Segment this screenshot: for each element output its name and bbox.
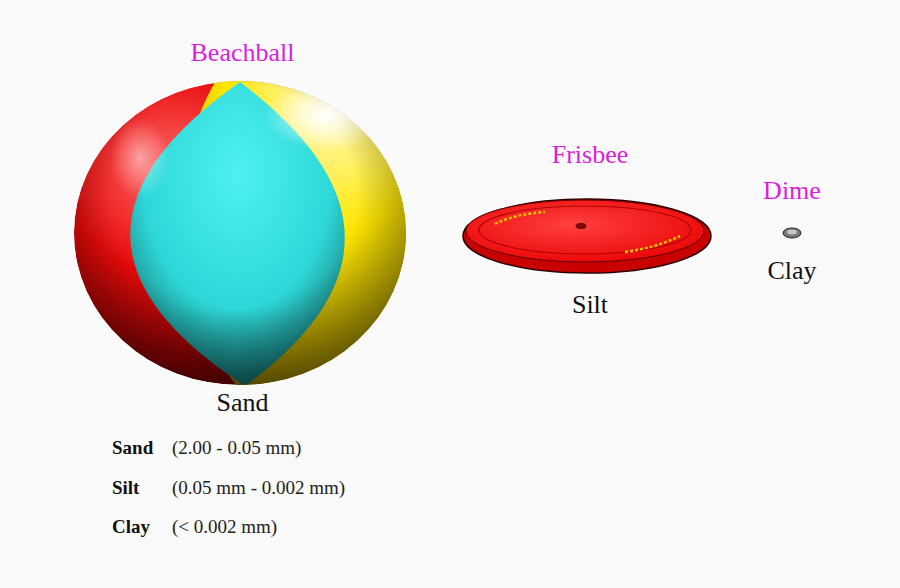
beachball-shading [74,81,406,385]
frisbee-top [466,200,704,262]
beachball-red-panel [74,81,406,385]
beachball-highlight [110,118,170,198]
particle-class: Sand [217,388,269,418]
particle-class: Clay [767,256,816,286]
particle-class: Silt [572,290,608,320]
frisbee-figure: FrisbeeSilt [455,140,725,320]
frisbee-decoration [625,236,680,252]
size-class-name: Sand [112,436,153,460]
object-name: Beachball [191,38,295,68]
size-class-name: Silt [112,476,139,500]
size-range: (< 0.002 mm) [172,515,277,539]
size-class-name: Clay [112,515,150,539]
dime-face [787,230,797,235]
dime-figure: DimeClay [740,176,844,286]
size-range: (2.00 - 0.05 mm) [172,436,301,460]
frisbee-center [576,224,586,229]
frisbee-rim [463,199,711,273]
frisbee-inner-ring [479,206,691,254]
object-name: Frisbee [552,140,629,170]
frisbee-decoration [495,212,545,224]
beachball-figure: BeachballSand [70,38,415,418]
beachball-highlight [265,82,385,150]
object-name: Dime [763,176,821,206]
dime-coin [783,228,801,238]
size-range: (0.05 mm - 0.002 mm) [172,476,345,500]
figure-outline [70,38,415,418]
